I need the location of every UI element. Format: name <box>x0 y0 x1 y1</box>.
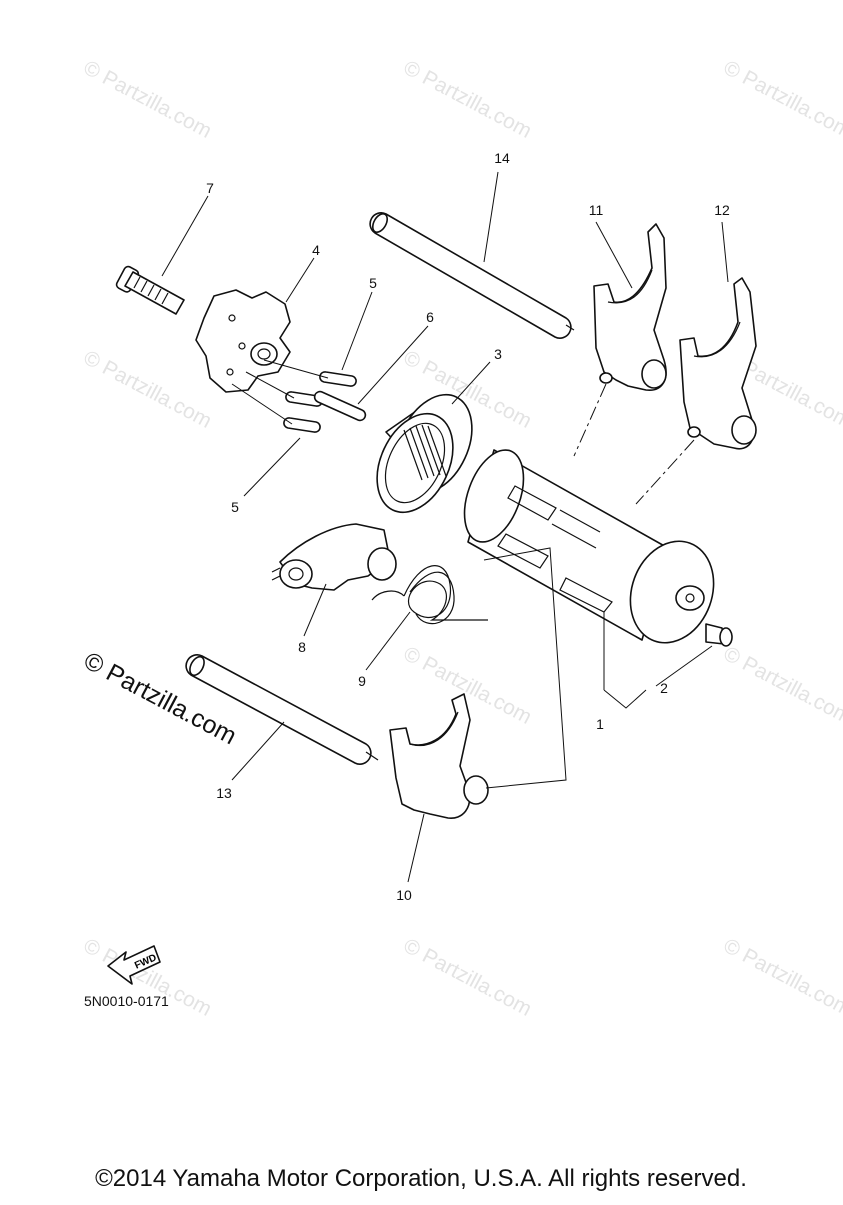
watermark: © Partzilla.com <box>720 642 843 729</box>
callout-10[interactable]: 10 <box>396 887 412 903</box>
part-2-pin[interactable] <box>705 623 733 647</box>
callout-7[interactable]: 7 <box>206 180 214 196</box>
callout-2[interactable]: 2 <box>660 680 668 696</box>
watermark: © Partzilla.com <box>720 56 843 143</box>
part-4-segment[interactable] <box>195 289 291 393</box>
callout-1[interactable]: 1 <box>596 716 604 732</box>
watermark: © Partzilla.com <box>720 934 843 1021</box>
watermark: © Partzilla.com <box>400 56 536 143</box>
callout-3[interactable]: 3 <box>494 346 502 362</box>
watermark-layer: © Partzilla.com © Partzilla.com © Partzi… <box>80 56 843 1021</box>
callout-4[interactable]: 4 <box>312 242 320 258</box>
assembly-lines <box>483 383 695 789</box>
callout-6[interactable]: 6 <box>426 309 434 325</box>
part-11-shift-fork[interactable] <box>593 223 667 391</box>
callout-8[interactable]: 8 <box>298 639 306 655</box>
callout-5-upper[interactable]: 5 <box>369 275 377 291</box>
copyright-notice: ©2014 Yamaha Motor Corporation, U.S.A. A… <box>95 1165 747 1192</box>
part-10-shift-fork[interactable] <box>389 693 489 819</box>
callout-13[interactable]: 13 <box>216 785 232 801</box>
part-14-guide-bar[interactable] <box>369 211 575 339</box>
part-5-pins[interactable] <box>283 371 357 433</box>
part-12-shift-fork[interactable] <box>679 277 757 450</box>
part-9-spring[interactable] <box>371 565 488 625</box>
part-7-bolt[interactable] <box>115 265 185 315</box>
callout-14[interactable]: 14 <box>494 150 510 166</box>
callout-9[interactable]: 9 <box>358 673 366 689</box>
assembly-lines-4 <box>231 359 329 425</box>
callout-5-lower[interactable]: 5 <box>231 499 239 515</box>
watermark: © Partzilla.com <box>80 346 216 433</box>
watermark: © Partzilla.com <box>400 934 536 1021</box>
part-13-guide-bar[interactable] <box>185 654 379 765</box>
watermark: © Partzilla.com <box>80 56 216 143</box>
leader-lines <box>161 171 729 883</box>
brand-watermark: © Partzilla.com <box>79 647 241 751</box>
part-1-shift-drum[interactable] <box>453 442 727 655</box>
part-3-bearing[interactable] <box>362 383 487 525</box>
part-8-stopper-lever[interactable] <box>271 523 397 591</box>
callout-12[interactable]: 12 <box>714 202 730 218</box>
diagram-code: 5N0010-0171 <box>84 993 169 1009</box>
callouts: 1 2 3 4 5 5 6 7 8 9 10 11 12 13 14 <box>206 150 730 903</box>
part-6-pin[interactable] <box>313 390 367 422</box>
callout-11[interactable]: 11 <box>589 202 604 218</box>
